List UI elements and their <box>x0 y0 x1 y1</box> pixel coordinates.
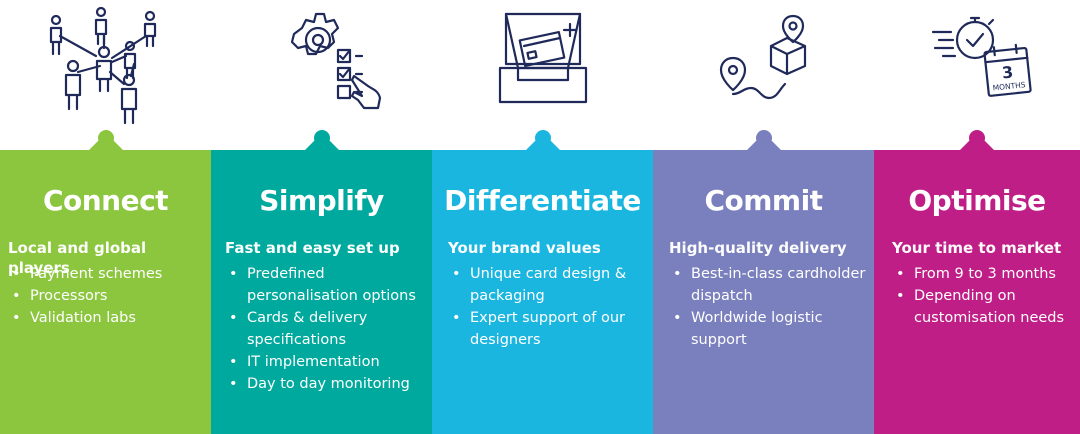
column-optimise: Optimise Your time to market From 9 to 3… <box>874 130 1080 434</box>
bullet-item: IT implementation <box>225 351 428 373</box>
bullet-list: Predefined personalisation options Cards… <box>225 263 428 395</box>
column-title: Optimise <box>908 184 1046 217</box>
column-connect: Connect Local and global players Payment… <box>0 130 211 434</box>
bullet-item: Expert support of our designers <box>448 307 649 351</box>
bullet-item: Worldwide logistic support <box>669 307 870 351</box>
bullet-list: From 9 to 3 months Depending on customis… <box>892 263 1076 329</box>
bullet-list: Payment schemes Processors Validation la… <box>8 263 207 329</box>
bullet-item: From 9 to 3 months <box>892 263 1076 285</box>
icon-slot-simplify <box>221 0 442 150</box>
column-subtitle: High-quality delivery <box>669 239 847 257</box>
bullet-item: Predefined personalisation options <box>225 263 428 307</box>
column-subtitle: Your time to market <box>892 239 1062 257</box>
timeline-dot <box>969 130 985 146</box>
location-delivery-icon <box>719 14 806 100</box>
calendar-number: 3 <box>1001 62 1014 82</box>
column-subtitle: Fast and easy set up <box>225 239 400 257</box>
bullet-item: Cards & delivery specifications <box>225 307 428 351</box>
icon-slot-optimise: 3 MONTHS <box>874 0 1080 150</box>
column-title: Connect <box>42 184 169 217</box>
icon-slot-commit <box>653 0 874 150</box>
people-network-icon <box>49 6 156 125</box>
timeline-dot <box>97 130 114 146</box>
column-simplify: Simplify Fast and easy set up Predefined… <box>211 130 432 434</box>
bullet-item: Day to day monitoring <box>225 373 428 395</box>
bullet-item: Validation labs <box>8 307 207 329</box>
column-subtitle: Your brand values <box>448 239 601 257</box>
stopwatch-calendar-icon: 3 MONTHS <box>931 16 1032 97</box>
calendar-label: MONTHS <box>992 80 1026 92</box>
timeline-dot <box>755 130 772 146</box>
icon-slot-connect <box>0 0 221 150</box>
bullet-item: Best-in-class cardholder dispatch <box>669 263 870 307</box>
column-differentiate: Differentiate Your brand values Unique c… <box>432 130 653 434</box>
bullet-list: Best-in-class cardholder dispatch Worldw… <box>669 263 870 351</box>
column-title: Differentiate <box>444 184 641 217</box>
bullet-item: Depending on customisation needs <box>892 285 1076 329</box>
bullet-item: Processors <box>8 285 207 307</box>
bullet-item: Payment schemes <box>8 263 207 285</box>
timeline-dot <box>534 130 551 146</box>
column-title: Commit <box>704 184 823 217</box>
icon-slot-differentiate <box>432 0 653 150</box>
column-title: Simplify <box>259 184 384 217</box>
column-commit: Commit High-quality delivery Best-in-cla… <box>653 130 874 434</box>
gear-checklist-icon <box>290 12 381 110</box>
bullet-item: Unique card design & packaging <box>448 263 649 307</box>
bullet-list: Unique card design & packaging Expert su… <box>448 263 649 351</box>
card-box-icon <box>498 12 587 104</box>
timeline-dot <box>313 130 330 146</box>
